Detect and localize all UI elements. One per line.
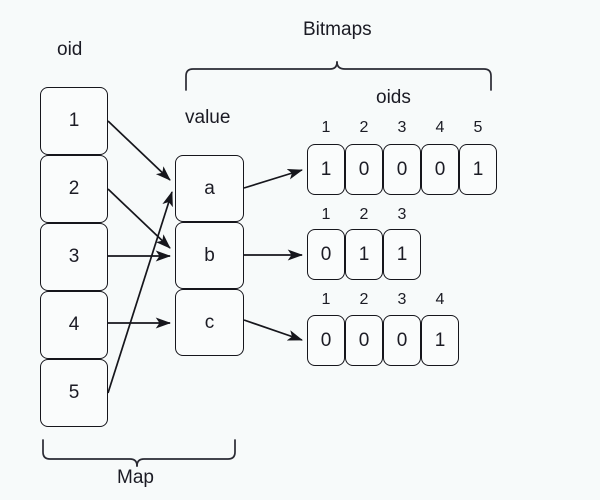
value-cell: c: [175, 289, 244, 356]
bit-cell: 1: [459, 144, 497, 195]
bit-cell: 0: [307, 229, 345, 280]
map-brace: [42, 439, 236, 467]
bit-cell: 1: [383, 229, 421, 280]
bit-header: 1: [321, 119, 331, 136]
bit-cell: 1: [345, 229, 383, 280]
connector-5-a: [107, 191, 173, 394]
oid-cell: 4: [40, 291, 108, 359]
map-connectors: [107, 120, 173, 394]
bit-cell: 1: [307, 144, 345, 195]
oid-cell: 3: [40, 223, 108, 291]
connector-2-b: [107, 188, 171, 249]
bit-cell: 0: [345, 144, 383, 195]
oid-cell: 5: [40, 359, 108, 427]
value-column-label: value: [185, 107, 231, 128]
connector-1-a: [107, 120, 171, 181]
oid-cell: 2: [40, 155, 108, 223]
bitmaps-brace: [185, 61, 492, 91]
bit-cell: 0: [383, 315, 421, 366]
connector-a-bitmap: [243, 169, 303, 189]
bit-header: 3: [397, 291, 407, 308]
oid-cell: 1: [40, 87, 108, 155]
bitmaps-group-label: Bitmaps: [303, 19, 372, 40]
bit-header: 4: [435, 291, 445, 308]
bit-header: 2: [359, 206, 369, 223]
bit-cell: 0: [421, 144, 459, 195]
bit-header: 3: [397, 206, 407, 223]
bitmap-connectors: [243, 169, 304, 341]
bit-header: 5: [473, 119, 483, 136]
bit-cell: 1: [421, 315, 459, 366]
bit-header: 2: [359, 291, 369, 308]
bit-cell: 0: [345, 315, 383, 366]
bit-header: 2: [359, 119, 369, 136]
bit-header: 1: [321, 206, 331, 223]
map-group-label: Map: [117, 467, 154, 488]
value-cell: a: [175, 155, 244, 222]
oid-column-label: oid: [57, 39, 83, 60]
bit-header: 1: [321, 291, 331, 308]
bit-header: 3: [397, 119, 407, 136]
bit-cell: 0: [307, 315, 345, 366]
bit-header: 4: [435, 119, 445, 136]
value-cell: b: [175, 222, 244, 289]
oids-index-label: oids: [376, 87, 411, 108]
connector-c-bitmap: [243, 319, 303, 341]
bit-cell: 0: [383, 144, 421, 195]
